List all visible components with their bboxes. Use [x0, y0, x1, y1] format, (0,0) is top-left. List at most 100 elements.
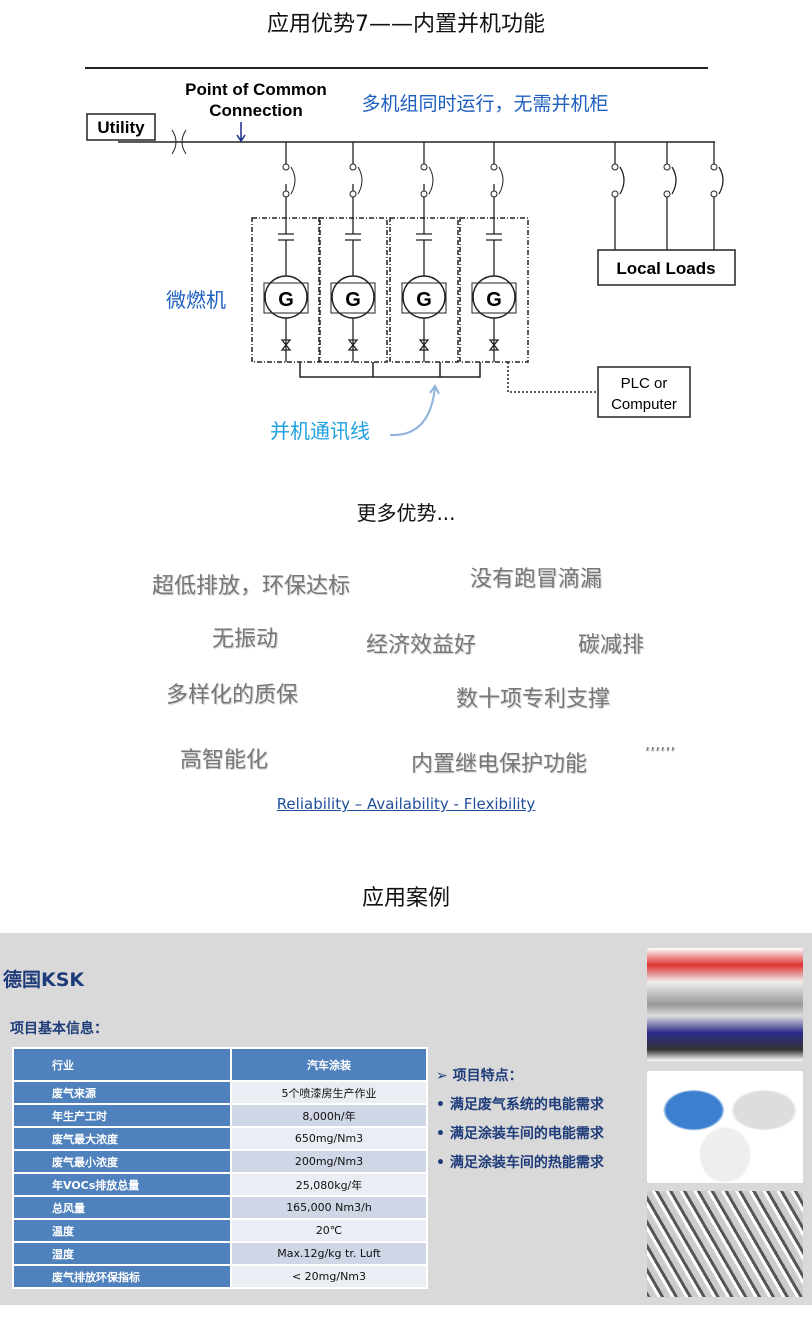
- curved-arrow-icon: [389, 384, 440, 437]
- row-value: 5个喷漆房生产作业: [230, 1080, 428, 1105]
- plc-box: [597, 366, 691, 418]
- parallel-diagram: Point of Common Connection 多机组同时运行，无需并机柜…: [85, 67, 736, 443]
- breaker-contact: [663, 190, 671, 198]
- breaker-contact: [420, 163, 428, 171]
- unit-wiring: [486, 142, 502, 362]
- generator-frame: [330, 282, 376, 314]
- row-label: 废气最小浓度: [12, 1149, 232, 1174]
- section-title-advantages: 更多优势...: [356, 501, 456, 525]
- info-title: 项目基本信息：: [10, 1021, 108, 1037]
- breaker-icon: [290, 166, 296, 195]
- load-wiring: [614, 142, 625, 250]
- advantage-word: 多样化的质保: [166, 683, 299, 708]
- advantage-word: 高智能化: [180, 748, 269, 773]
- advantage-word: 碳减排: [578, 633, 645, 658]
- generator-unit: G: [459, 142, 529, 363]
- header-cell: 汽车涂装: [230, 1047, 428, 1082]
- row-label: 湿度: [12, 1241, 232, 1266]
- row-value: 200mg/Nm3: [230, 1149, 428, 1174]
- advantage-word: 经济效益好: [366, 633, 477, 658]
- row-value: 25,080kg/年: [230, 1172, 428, 1197]
- load-wiring: [713, 142, 724, 250]
- breaker-icon: [428, 166, 434, 195]
- generator-frame: [401, 282, 447, 314]
- unit-wiring: [278, 142, 294, 362]
- generator-unit: G: [318, 142, 388, 363]
- breaker-contact: [349, 163, 357, 171]
- load-wiring: [666, 142, 677, 250]
- local-loads-box: [597, 249, 736, 286]
- breaker-contact: [282, 163, 290, 171]
- generator-label: G: [278, 289, 294, 311]
- comm-bus: [299, 362, 481, 378]
- pcc-label-2: Connection: [209, 101, 303, 120]
- microturbine-label: 微燃机: [166, 288, 226, 312]
- unit-wiring: [416, 142, 432, 362]
- plc-label-1: PLC or: [621, 375, 668, 392]
- generator-label: G: [416, 289, 432, 311]
- transformer-icon: [171, 129, 187, 155]
- row-label: 总风量: [12, 1195, 232, 1220]
- plc-link: [507, 362, 598, 393]
- unit-wiring: [345, 142, 361, 362]
- breaker-icon: [498, 166, 504, 195]
- local-loads-label: Local Loads: [616, 259, 715, 278]
- feature-text: 满足涂装车间的电能需求: [449, 1126, 604, 1142]
- conveyor-photo: [647, 1191, 803, 1297]
- generator-icon: [402, 275, 446, 319]
- utility-box: [86, 113, 156, 141]
- breaker-contact: [611, 190, 619, 198]
- feature-item: • 满足废气系统的电能需求: [436, 1097, 604, 1113]
- table-row: 废气排放环保指标< 20mg/Nm3: [12, 1264, 428, 1289]
- advantage-word: 超低排放，环保达标: [152, 574, 351, 599]
- breaker-contact: [349, 190, 357, 198]
- breaker-contact: [420, 190, 428, 198]
- advantage-word: 无振动: [212, 627, 279, 652]
- features-title: ➢ 项目特点：: [436, 1068, 523, 1084]
- generator-frame: [471, 282, 517, 314]
- comm-line-label: 并机通讯线: [270, 419, 370, 443]
- row-value: 165,000 Nm3/h: [230, 1195, 428, 1220]
- generator-unit: G: [251, 142, 321, 363]
- row-value: 650mg/Nm3: [230, 1126, 428, 1151]
- row-value: Max.12g/kg tr. Luft: [230, 1241, 428, 1266]
- row-value: 20℃: [230, 1218, 428, 1243]
- generator-unit: G: [389, 142, 459, 363]
- cars-photo: [647, 1071, 803, 1183]
- load-breaker: [710, 142, 724, 250]
- row-value: 8,000h/年: [230, 1103, 428, 1128]
- breaker-icon: [357, 166, 363, 195]
- company-name: 德国KSK: [3, 969, 85, 991]
- section-title-parallel: 应用优势7——内置并机功能: [267, 12, 545, 37]
- utility-label: Utility: [97, 118, 145, 137]
- generator-icon: [264, 275, 308, 319]
- pcc-arrow-icon: [236, 122, 246, 143]
- feature-item: • 满足涂装车间的电能需求: [436, 1126, 604, 1142]
- row-value: < 20mg/Nm3: [230, 1264, 428, 1289]
- generator-icon: [331, 275, 375, 319]
- generator-label: G: [486, 289, 502, 311]
- advantage-word: 内置继电保护功能: [411, 752, 588, 777]
- generator-frame: [263, 282, 309, 314]
- reliability-link[interactable]: Reliability – Availability - Flexibility: [276, 795, 536, 813]
- breaker-contact: [663, 163, 671, 171]
- section-title-cases: 应用案例: [361, 886, 450, 911]
- advantage-word: 没有跑冒滴漏: [470, 567, 603, 592]
- plc-label-2: Computer: [611, 396, 677, 413]
- breaker-contact: [490, 163, 498, 171]
- feature-text: 满足涂装车间的热能需求: [449, 1155, 604, 1171]
- diagram-caption: 多机组同时运行，无需并机柜: [361, 93, 608, 115]
- row-label: 废气排放环保指标: [12, 1264, 232, 1289]
- row-label: 年VOCs排放总量: [12, 1172, 232, 1197]
